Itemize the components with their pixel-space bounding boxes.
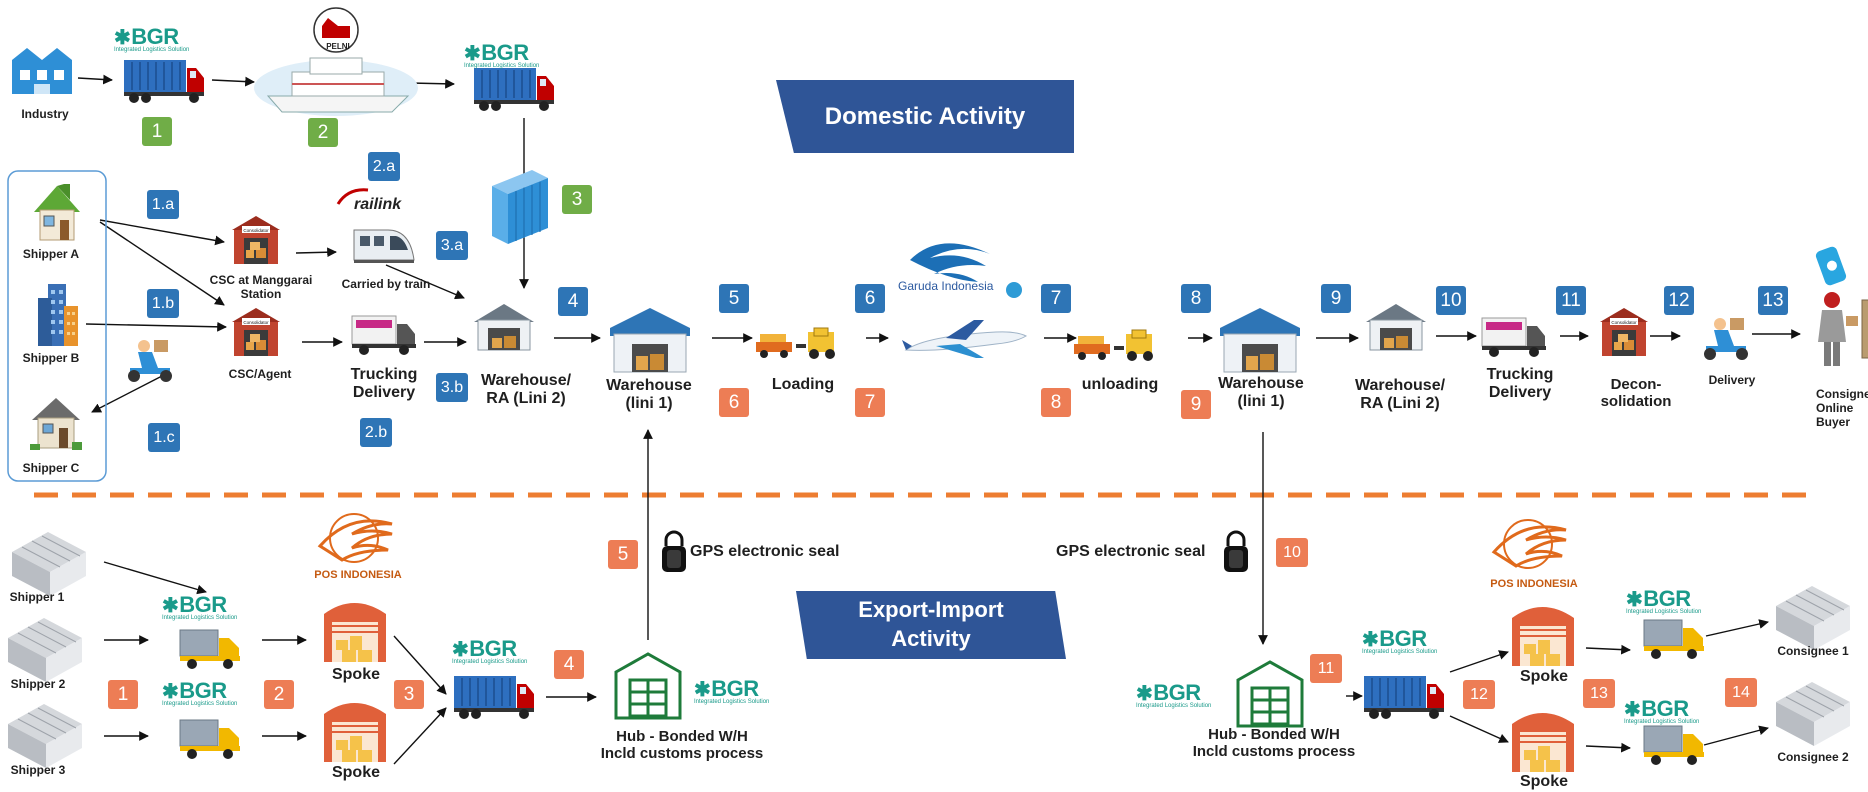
- pos-indonesia-logo: POS INDONESIA: [314, 569, 402, 581]
- gps-seal-label: GPS electronic seal: [1056, 543, 1206, 560]
- shipper-1-label: Shipper 1: [9, 590, 65, 604]
- step-badge: 7: [1041, 284, 1071, 313]
- step-badge: 3: [394, 680, 424, 709]
- export-import-banner: Export-Import Activity: [796, 591, 1066, 659]
- step-badge: 13: [1583, 679, 1615, 708]
- step-badge: 4: [558, 287, 588, 316]
- unloading-label: unloading: [1081, 376, 1159, 393]
- csc-manggarai-label: CSC at Manggarai Station: [209, 273, 313, 301]
- step-badge: 9: [1181, 390, 1211, 419]
- trucking-delivery-label: Trucking Delivery: [350, 366, 418, 402]
- consolidator-sign: Consolidator: [1611, 320, 1637, 325]
- trucking-delivery-label: Trucking Delivery: [1486, 366, 1554, 402]
- shipper-a-label: Shipper A: [22, 247, 80, 261]
- step-badge: 2.b: [360, 418, 392, 447]
- step-badge: 1: [108, 680, 138, 709]
- spoke-label: Spoke: [331, 666, 380, 683]
- carried-by-train-label: Carried by train: [341, 277, 431, 291]
- consolidator-sign: Consolidator: [243, 320, 269, 325]
- csc-agent-label: CSC/Agent: [228, 367, 292, 381]
- step-badge: 4: [554, 650, 584, 679]
- deconsolidation-label: Decon- solidation: [1600, 376, 1672, 411]
- step-badge: 6: [855, 284, 885, 313]
- consolidator-sign: Consolidator: [243, 228, 269, 233]
- step-badge: 1.b: [147, 289, 179, 318]
- export-import-flow-arrows: [103, 432, 1769, 765]
- delivery-label: Delivery: [1708, 373, 1756, 387]
- step-badge: 1.a: [147, 190, 179, 219]
- step-badge: 12: [1664, 286, 1694, 315]
- step-badge: 13: [1758, 286, 1788, 315]
- step-badge: 5: [608, 540, 638, 569]
- consignee-2-label: Consignee 2: [1777, 750, 1849, 764]
- warehouse-ra-label: Warehouse/ RA (Lini 2): [1354, 377, 1446, 413]
- spoke-label: Spoke: [1519, 668, 1568, 685]
- step-badge: 5: [719, 284, 749, 313]
- consignee-1-label: Consignee 1: [1777, 644, 1849, 658]
- step-badge: 3.b: [436, 373, 468, 402]
- step-badge: 2.a: [368, 152, 400, 181]
- step-badge: 8: [1181, 284, 1211, 313]
- garuda-logo-icon: [910, 243, 1022, 298]
- pos-indonesia-logo: POS INDONESIA: [1490, 578, 1578, 590]
- step-badge: 3: [562, 185, 592, 214]
- industry-label: Industry: [21, 107, 69, 121]
- warehouse-lini1-label: Warehouse (lini 1): [606, 377, 692, 413]
- domestic-flow-arrows: [77, 74, 1801, 640]
- step-badge: 12: [1463, 680, 1495, 709]
- shipper-c-label: Shipper C: [22, 461, 80, 475]
- pelni-logo-text: PELNI: [326, 42, 350, 51]
- ship-icon: [254, 7, 418, 116]
- loading-label: Loading: [771, 376, 835, 393]
- garuda-logo-text: Garuda Indonesia: [898, 279, 994, 293]
- step-badge: 1: [142, 117, 172, 146]
- step-badge: 11: [1556, 286, 1586, 315]
- spoke-label: Spoke: [1519, 773, 1568, 790]
- domestic-activity-banner: Domestic Activity: [776, 80, 1074, 153]
- step-badge: 10: [1276, 538, 1308, 567]
- step-badge: 11: [1310, 654, 1342, 683]
- shipper-2-label: Shipper 2: [10, 677, 66, 691]
- step-badge: 1.c: [148, 423, 180, 452]
- step-badge: 2: [308, 118, 338, 147]
- step-badge: 10: [1436, 286, 1466, 315]
- shipper-group-box: [7, 170, 107, 482]
- step-badge: 14: [1725, 678, 1757, 707]
- spoke-label: Spoke: [331, 764, 380, 781]
- railink-logo-icon: [336, 188, 369, 205]
- step-badge: 8: [1041, 388, 1071, 417]
- step-badge: 2: [264, 680, 294, 709]
- step-badge: 3.a: [436, 231, 468, 260]
- gps-seal-label: GPS electronic seal: [690, 543, 840, 560]
- hub-bonded-label: Hub - Bonded W/H Incld customs process: [1192, 726, 1356, 761]
- step-badge: 6: [719, 388, 749, 417]
- railink-logo-text: railink: [354, 196, 402, 213]
- warehouse-ra-label: Warehouse/ RA (Lini 2): [480, 372, 572, 408]
- shipper-3-label: Shipper 3: [10, 763, 66, 777]
- step-badge: 7: [855, 388, 885, 417]
- shipper-b-label: Shipper B: [22, 351, 80, 365]
- warehouse-lini1-label: Warehouse (lini 1): [1218, 375, 1304, 411]
- hub-bonded-label: Hub - Bonded W/H Incld customs process: [600, 728, 764, 763]
- step-badge: 9: [1321, 284, 1351, 313]
